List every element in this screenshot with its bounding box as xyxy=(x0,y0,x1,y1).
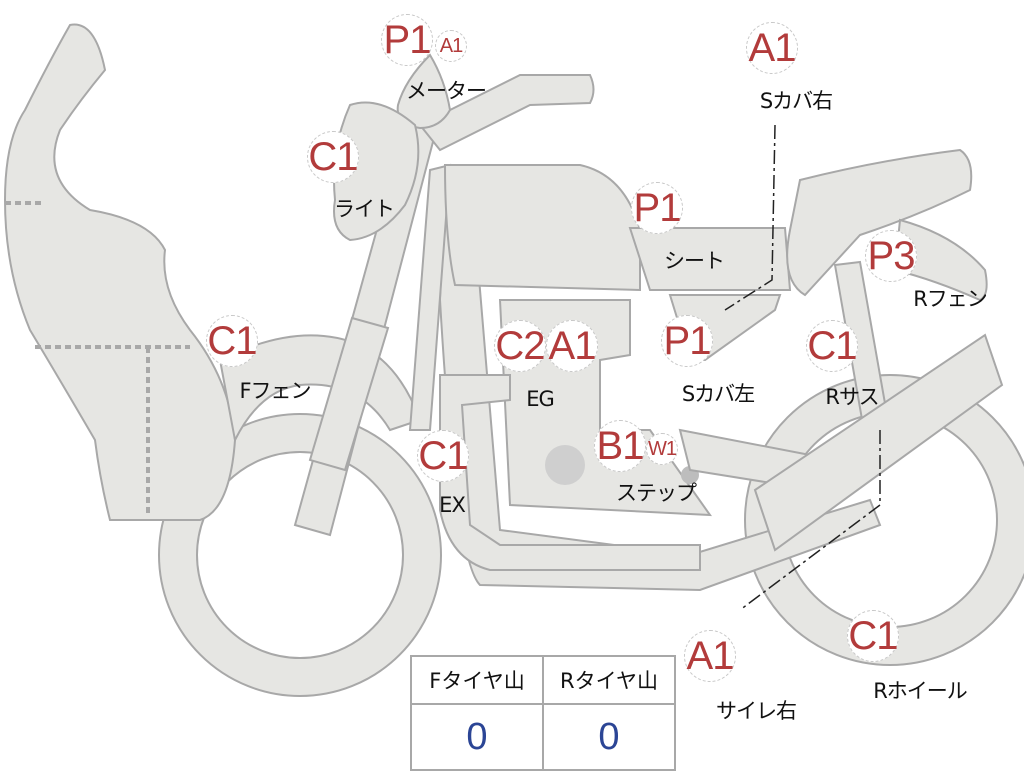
light-code-badge[interactable]: C1 xyxy=(307,131,359,183)
handlebar xyxy=(418,74,595,152)
fairing xyxy=(3,23,237,521)
seat xyxy=(628,227,792,291)
side-cover-right-code-badge[interactable]: A1 xyxy=(746,22,798,74)
meter-code-badge[interactable]: A1 xyxy=(435,30,467,62)
engine-code-badge[interactable]: C2 xyxy=(494,320,546,372)
front-tire-value[interactable]: 0 xyxy=(410,703,544,771)
rear-wheel-code-badge[interactable]: C1 xyxy=(847,610,899,662)
rear-tire-value[interactable]: 0 xyxy=(542,703,676,771)
exhaust-code-badge[interactable]: C1 xyxy=(417,430,469,482)
side-cover-left-label: Sカバ左 xyxy=(681,382,755,406)
meter xyxy=(396,53,452,130)
silencer-right-code-badge[interactable]: A1 xyxy=(684,630,736,682)
side-cover-left-code-badge[interactable]: P1 xyxy=(661,315,713,367)
front-tire-header: Fタイヤ山 xyxy=(410,655,544,705)
engine-label: EG xyxy=(526,387,555,411)
rear-fender xyxy=(893,218,988,302)
rear-fender-code-badge[interactable]: P3 xyxy=(865,230,917,282)
step-code-badge[interactable]: B1 xyxy=(594,420,646,472)
tire-tread-table: Fタイヤ山 Rタイヤ山 0 0 xyxy=(410,655,676,771)
light-label: ライト xyxy=(334,197,395,221)
seat-label: シート xyxy=(664,249,725,273)
fuel-tank xyxy=(443,164,641,292)
meter-label: メーター xyxy=(406,79,487,103)
side-cover-right-label: Sカバ右 xyxy=(759,89,833,113)
silencer xyxy=(753,333,1004,552)
rear-wheel-label: Rホイール xyxy=(873,679,968,703)
silencer-right-label: サイレ右 xyxy=(716,699,797,723)
front-fender-label: Fフェン xyxy=(239,379,311,403)
rear-tire-header: Rタイヤ山 xyxy=(542,655,676,705)
seat-code-badge[interactable]: P1 xyxy=(631,182,683,234)
rear-fender-label: Rフェン xyxy=(913,287,988,311)
exhaust-label: EX xyxy=(439,493,466,517)
front-fender-code-badge[interactable]: C1 xyxy=(206,315,258,367)
engine-code-badge[interactable]: A1 xyxy=(546,320,598,372)
meter-code-badge[interactable]: P1 xyxy=(381,14,433,66)
step-code-badge[interactable]: W1 xyxy=(646,433,678,465)
rear-suspension-label: Rサス xyxy=(825,385,879,409)
rear-suspension-code-badge[interactable]: C1 xyxy=(806,320,858,372)
step-label: ステップ xyxy=(616,481,697,505)
